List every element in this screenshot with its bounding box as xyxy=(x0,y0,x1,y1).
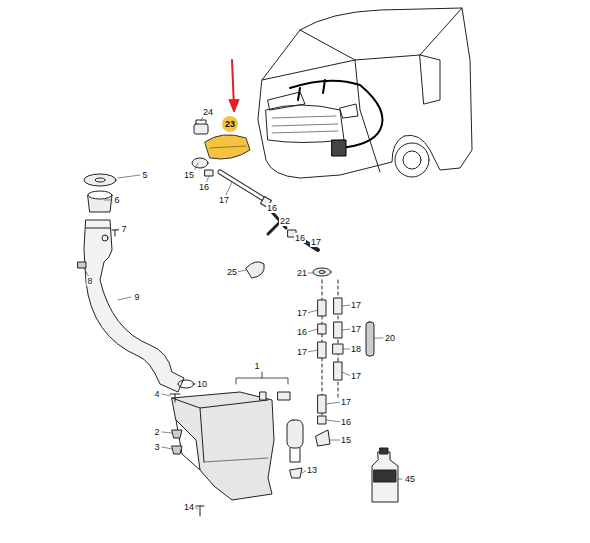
callout-number: 25 xyxy=(226,267,238,277)
callout-number: 2 xyxy=(153,427,160,437)
callout-number: 45 xyxy=(404,474,416,484)
callout-number: 16 xyxy=(340,417,352,427)
callout-number: 4 xyxy=(153,389,160,399)
callout-number: 15 xyxy=(340,435,352,445)
callout-number: 21 xyxy=(296,268,308,278)
callout-number: 17 xyxy=(350,300,362,310)
callout-number: 17 xyxy=(296,308,308,318)
callout-number: 17 xyxy=(310,237,322,247)
callout-number: 8 xyxy=(86,276,93,286)
callout-number: 16 xyxy=(294,233,306,243)
callout-number: 17 xyxy=(296,347,308,357)
callout-number: 16 xyxy=(266,203,278,213)
callout-number: 20 xyxy=(384,333,396,343)
callout-number: 1 xyxy=(253,361,260,371)
callout-number: 3 xyxy=(153,442,160,452)
callout-number: 5 xyxy=(141,170,148,180)
callout-number: 24 xyxy=(202,107,214,117)
callout-number: 22 xyxy=(279,216,291,226)
callout-number: 17 xyxy=(340,397,352,407)
callout-number: 17 xyxy=(218,195,230,205)
callout-number: 16 xyxy=(296,327,308,337)
callout-number: 9 xyxy=(133,292,140,302)
callout-badge: 23 xyxy=(222,116,238,132)
callout-number: 17 xyxy=(350,371,362,381)
callout-number: 23 xyxy=(225,119,235,129)
callout-number: 10 xyxy=(196,379,208,389)
callout-number: 6 xyxy=(113,195,120,205)
callout-number: 14 xyxy=(183,502,195,512)
callout-number: 15 xyxy=(183,170,195,180)
callout-number: 7 xyxy=(120,224,127,234)
callout-number: 13 xyxy=(306,465,318,475)
callout-number: 18 xyxy=(350,344,362,354)
callout-number: 16 xyxy=(198,182,210,192)
callout-number: 17 xyxy=(350,324,362,334)
